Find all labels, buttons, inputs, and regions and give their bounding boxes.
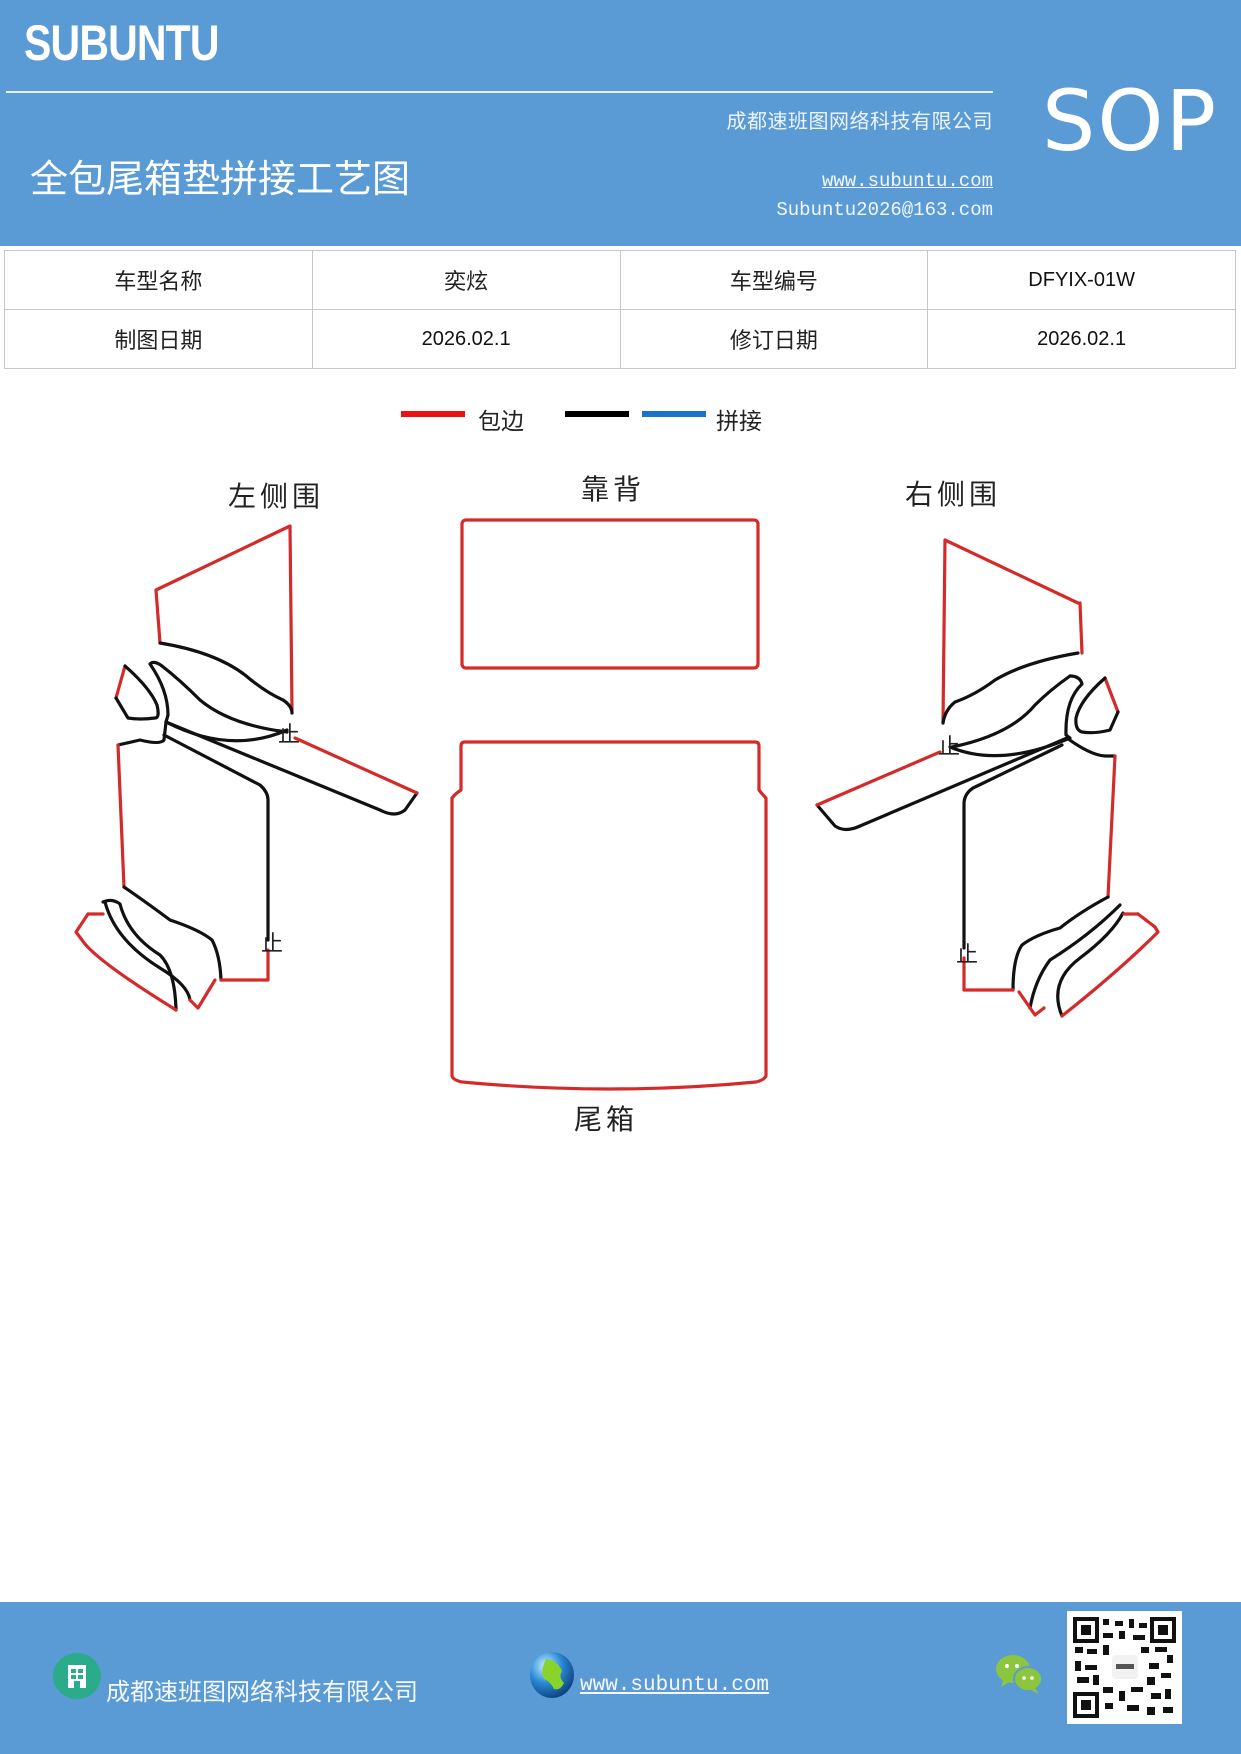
header-divider [6, 91, 993, 93]
info-table: 车型名称 奕炫 车型编号 DFYIX-01W 制图日期 2026.02.1 修订… [4, 250, 1236, 369]
back-panel [460, 518, 760, 670]
header-banner: SUBUNTU 成都速班图网络科技有限公司 全包尾箱垫拼接工艺图 www.sub… [0, 0, 1241, 246]
label-left-side: 左侧围 [228, 480, 325, 513]
table-cell: 2026.02.1 [927, 309, 1236, 369]
doc-type-badge: SOP [1042, 72, 1219, 170]
footer-company: 成都速班图网络科技有限公司 [106, 1678, 418, 1706]
label-back: 靠背 [581, 473, 646, 506]
footer-website-link[interactable]: www.subuntu.com [580, 1674, 770, 1697]
footer-banner: 成都速班图网络科技有限公司 www.subuntu.com [0, 1602, 1241, 1754]
stop-mark: 止 [261, 932, 283, 957]
stop-mark: 止 [956, 943, 978, 968]
legend-black-line [565, 411, 629, 417]
legend-red-line [401, 411, 465, 417]
globe-icon [530, 1652, 574, 1698]
table-cell: 2026.02.1 [311, 309, 621, 369]
header-company: 成都速班图网络科技有限公司 [726, 109, 993, 133]
table-cell: 修订日期 [619, 309, 929, 369]
label-right-side: 右侧围 [905, 478, 1002, 511]
header-email: Subuntu2026@163.com [776, 199, 993, 221]
table-cell: DFYIX-01W [927, 250, 1236, 310]
stop-mark: 止 [938, 735, 960, 760]
table-cell: 车型名称 [4, 250, 313, 310]
table-cell: 奕炫 [311, 250, 621, 310]
label-trunk: 尾箱 [574, 1103, 639, 1136]
building-icon [53, 1653, 101, 1699]
table-row: 制图日期 2026.02.1 修订日期 2026.02.1 [4, 309, 1236, 369]
legend-label-seam: 拼接 [716, 409, 762, 435]
qr-code [1067, 1611, 1182, 1724]
trunk-panel [450, 740, 768, 1091]
table-row: 车型名称 奕炫 车型编号 DFYIX-01W [4, 250, 1236, 310]
legend: 包边 拼接 [0, 405, 1241, 445]
table-cell: 制图日期 [4, 309, 313, 369]
legend-label-edge: 包边 [478, 409, 524, 435]
legend-blue-line [642, 411, 706, 417]
header-website-link[interactable]: www.subuntu.com [821, 170, 993, 192]
page-title: 全包尾箱垫拼接工艺图 [30, 157, 411, 201]
wechat-icon [996, 1655, 1043, 1694]
table-cell: 车型编号 [619, 250, 929, 310]
pattern-diagram: 止 止 止 止 [74, 518, 1160, 1091]
brand-logo: SUBUNTU [24, 15, 220, 71]
stop-mark: 止 [278, 723, 300, 748]
